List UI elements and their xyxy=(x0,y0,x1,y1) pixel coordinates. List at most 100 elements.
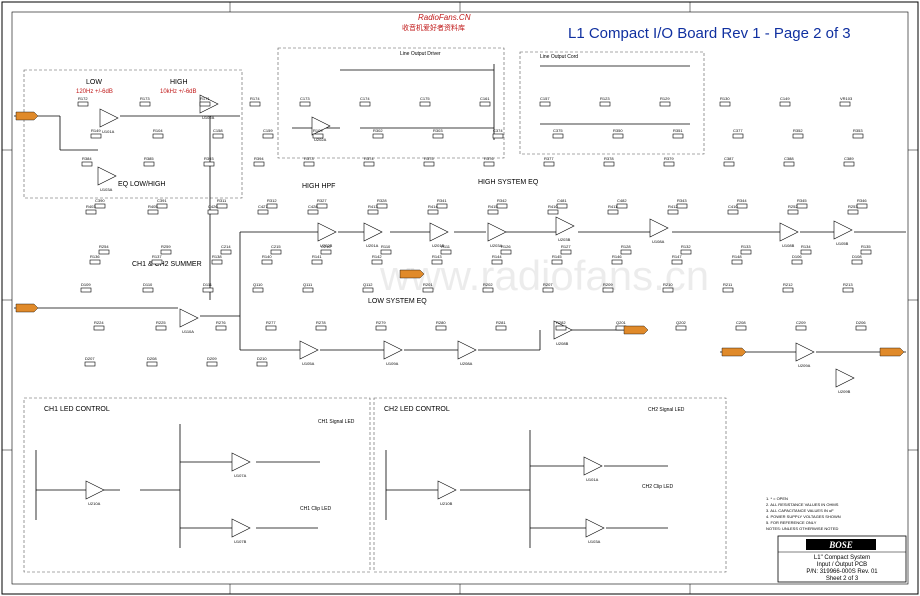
resistor-symbol xyxy=(156,203,168,209)
component-ref: R412 xyxy=(668,204,678,209)
component-ref: C215 xyxy=(271,244,281,249)
resistor-symbol xyxy=(491,259,503,265)
component-ref: R385 xyxy=(144,156,154,161)
component-ref: R127 xyxy=(561,244,571,249)
op-amp-label: U105A xyxy=(302,361,315,366)
net-connectors xyxy=(15,111,905,357)
component-ref: R410 xyxy=(548,204,558,209)
component-ref: R174 xyxy=(250,96,260,101)
component-ref: R145 xyxy=(552,254,562,259)
component-ref: R210 xyxy=(663,282,673,287)
ch1-clip-led-label: CH1 Clip LED xyxy=(300,506,332,512)
component-ref: R149 xyxy=(91,128,101,133)
component-ref: C173 xyxy=(300,96,310,101)
component-ref: C159 xyxy=(263,128,273,133)
component-ref: R405 xyxy=(148,204,158,209)
eq-low-label: LOW xyxy=(86,79,102,86)
op-amp-symbol xyxy=(585,518,605,538)
component-ref: R141 xyxy=(312,254,322,259)
resistor-symbol xyxy=(307,209,319,215)
component-ref: R207 xyxy=(543,282,553,287)
component-ref: R147 xyxy=(672,254,682,259)
component-ref: R111 xyxy=(441,244,451,249)
resistor-symbol xyxy=(302,287,314,293)
op-amp-symbol xyxy=(97,166,117,186)
resistor-symbol xyxy=(482,287,494,293)
component-ref: R110 xyxy=(381,244,391,249)
resistor-symbol xyxy=(94,203,106,209)
component-ref: R252 xyxy=(788,204,798,209)
component-ref: D209 xyxy=(207,356,217,361)
resistor-symbol xyxy=(611,259,623,265)
resistor-symbol xyxy=(676,203,688,209)
op-amp-symbol xyxy=(555,216,575,236)
component-ref: R413 xyxy=(368,204,378,209)
resistor-symbol xyxy=(847,209,859,215)
op-amp-symbol xyxy=(649,218,669,238)
component-ref: R128 xyxy=(621,244,631,249)
resistor-symbol xyxy=(496,203,508,209)
component-ref: C481 xyxy=(557,198,567,203)
resistor-symbol xyxy=(855,325,867,331)
component-ref: R277 xyxy=(266,320,276,325)
line-output-driver-block xyxy=(277,47,505,159)
resistor-symbol xyxy=(602,287,614,293)
component-ref: C158 xyxy=(213,128,223,133)
component-ref: R379 xyxy=(664,156,674,161)
resistor-symbol xyxy=(423,161,435,167)
resistor-symbol xyxy=(500,249,512,255)
resistor-symbol xyxy=(427,209,439,215)
resistor-symbol xyxy=(84,361,96,367)
resistor-symbol xyxy=(77,101,89,107)
component-ref: R136 xyxy=(90,254,100,259)
op-amp-label: U105B xyxy=(836,241,849,246)
line-output-cord-block xyxy=(519,51,705,155)
op-amp-label: U201A xyxy=(366,243,379,248)
op-amp-label: U210A xyxy=(88,501,101,506)
component-ref: R142 xyxy=(372,254,382,259)
component-ref: R135 xyxy=(861,244,871,249)
component-ref: R143 xyxy=(432,254,442,259)
note-6: NOTES: UNLESS OTHERWISE NOTED xyxy=(766,526,838,531)
component-ref: C428 xyxy=(308,204,318,209)
resistor-symbol xyxy=(552,133,564,139)
op-amp-symbol xyxy=(835,368,855,388)
op-amp-symbol xyxy=(457,340,477,360)
component-ref: R282 xyxy=(556,320,566,325)
resistor-symbol xyxy=(380,249,392,255)
resistor-symbol xyxy=(315,325,327,331)
resistor-symbol xyxy=(551,259,563,265)
op-amp-symbol xyxy=(231,518,251,538)
op-amp-label: U108B xyxy=(782,243,795,248)
component-ref: R344 xyxy=(737,198,747,203)
component-ref: R173 xyxy=(140,96,150,101)
resistor-symbol xyxy=(796,203,808,209)
component-ref: R259 xyxy=(161,244,171,249)
title-line-3: P/N: 319966-000S Rev. 01 xyxy=(806,569,878,575)
component-ref: C377 xyxy=(733,128,743,133)
component-ref: Q112 xyxy=(363,282,373,287)
resistor-symbol xyxy=(419,101,431,107)
resistor-symbol xyxy=(261,259,273,265)
resistor-symbol xyxy=(839,101,851,107)
component-ref: C388 xyxy=(784,156,794,161)
resistor-symbol xyxy=(547,209,559,215)
resistor-symbol xyxy=(93,325,105,331)
component-ref: R374 xyxy=(364,156,374,161)
resistor-symbol xyxy=(800,249,812,255)
resistor-symbol xyxy=(792,133,804,139)
signal-wires xyxy=(14,64,906,548)
component-ref: R378 xyxy=(604,156,614,161)
resistor-symbol xyxy=(782,287,794,293)
resistor-symbol xyxy=(316,203,328,209)
component-ref: C149 xyxy=(780,96,790,101)
component-ref: C427 xyxy=(258,204,268,209)
component-ref: R352 xyxy=(793,128,803,133)
resistor-symbol xyxy=(80,287,92,293)
resistor-symbol xyxy=(543,161,555,167)
resistor-symbol xyxy=(362,287,374,293)
resistor-symbol xyxy=(842,287,854,293)
op-amp-label: U209B xyxy=(838,389,851,394)
resistor-symbol xyxy=(667,209,679,215)
